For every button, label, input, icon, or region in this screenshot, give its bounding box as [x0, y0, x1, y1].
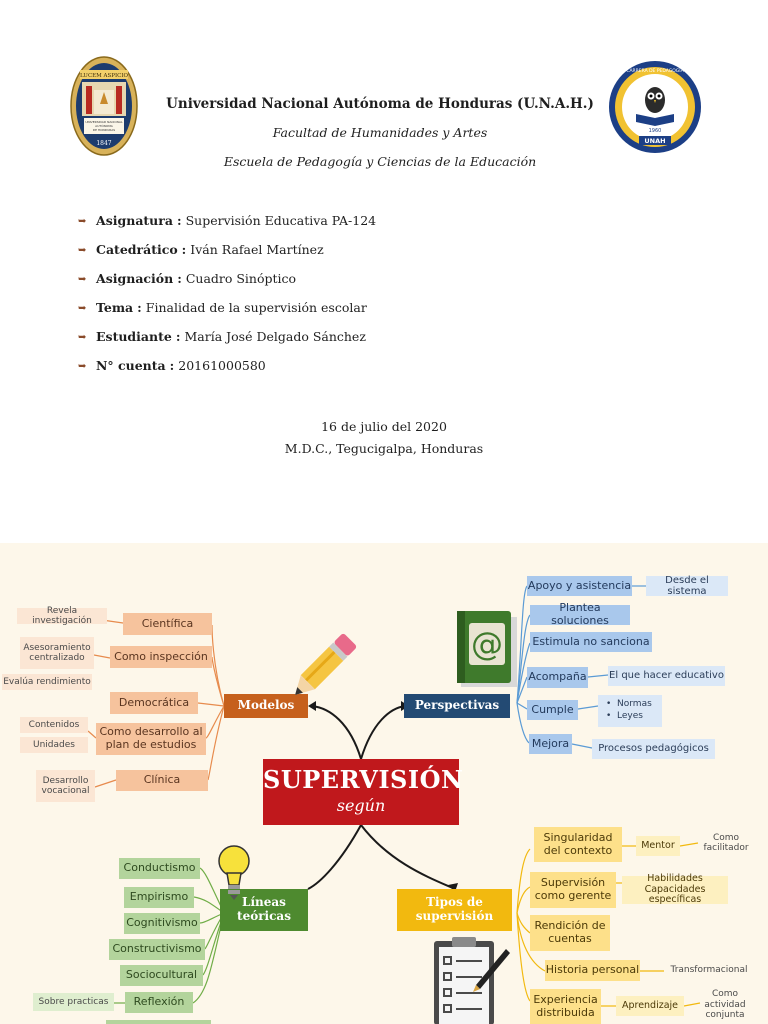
hub-perspectivas: Perspectivas	[404, 694, 510, 718]
info-asignacion: ➥ Asignación: Cuadro Sinóptico	[78, 271, 376, 300]
bullet-leyes: • Leyes	[606, 711, 643, 723]
svg-text:CARRERA DE PEDAGOGÍA: CARRERA DE PEDAGOGÍA	[626, 67, 684, 74]
lineas-item: Reflexión	[125, 992, 193, 1013]
info-label: N° cuenta	[96, 358, 166, 373]
date-text: 16 de julio del 2020	[0, 419, 768, 434]
perspectivas-item: Mejora	[529, 734, 572, 754]
tipos-note: Como actividad conjunta	[700, 986, 750, 1024]
lineas-item: Empirismo	[124, 887, 194, 908]
arrow-bullet-icon: ➥	[78, 245, 96, 256]
info-cuenta: ➥ N° cuenta: 20161000580	[78, 358, 376, 387]
svg-text:@: @	[471, 625, 503, 663]
arrow-bullet-icon: ➥	[78, 274, 96, 285]
perspectivas-item: Acompaña	[527, 667, 588, 688]
modelos-item: Democrática	[110, 692, 198, 714]
info-estudiante: ➥ Estudiante: María José Delgado Sánchez	[78, 329, 376, 358]
modelos-item: Clínica	[116, 770, 208, 791]
address-book-icon: @	[455, 609, 521, 689]
info-value: Finalidad de la supervisión escolar	[146, 300, 367, 315]
university-name: Universidad Nacional Autónoma de Hondura…	[160, 96, 600, 112]
modelos-item: Como inspección	[110, 646, 212, 668]
center-title: SUPERVISIÓN	[263, 765, 459, 794]
info-asignatura: ➥ Asignatura: Supervisión Educativa PA-1…	[78, 213, 376, 242]
tipos-note: Transformacional	[664, 961, 754, 979]
arrow-bullet-icon: ➥	[78, 303, 96, 314]
tipos-item: Singularidad del contexto	[534, 827, 622, 862]
info-tema: ➥ Tema: Finalidad de la supervisión esco…	[78, 300, 376, 329]
pedagogia-seal-logo: CARRERA DE PEDAGOGÍA 1960 UNAH	[608, 60, 702, 154]
unah-seal-logo: LUCEM ASPICIO UNIVERSIDAD NACIONAL AUTÓN…	[70, 56, 138, 156]
perspectivas-item: Plantea soluciones	[530, 605, 630, 625]
info-value: Cuadro Sinóptico	[186, 271, 296, 286]
info-value: 20161000580	[178, 358, 265, 373]
modelos-note: Revela investigación	[17, 608, 107, 624]
lineas-note: Sobre practicas	[33, 993, 114, 1011]
info-label: Estudiante	[96, 329, 172, 344]
perspectivas-note: El que hacer educativo	[608, 666, 725, 686]
info-label: Catedrático	[96, 242, 178, 257]
center-title-box: SUPERVISIÓN según	[263, 759, 459, 825]
info-label: Asignación	[96, 271, 173, 286]
tipos-note: Habilidades Capacidades específicas	[622, 876, 728, 904]
pencil-icon	[282, 628, 362, 708]
clipboard-checklist-icon	[432, 935, 512, 1024]
svg-text:DE HONDURAS: DE HONDURAS	[93, 128, 116, 132]
tipos-item: Supervisión como gerente	[530, 872, 616, 908]
info-value: Supervisión Educativa PA-124	[186, 213, 377, 228]
info-value: María José Delgado Sánchez	[184, 329, 365, 344]
info-label: Tema	[96, 300, 133, 315]
info-catedratico: ➥ Catedrático: Iván Rafael Martínez	[78, 242, 376, 271]
modelos-item: Científica	[123, 613, 212, 635]
modelos-note: Unidades	[20, 737, 88, 753]
modelos-note: Contenidos	[20, 717, 88, 733]
center-subtitle: según	[263, 796, 459, 815]
light-bulb-icon	[214, 843, 254, 903]
perspectivas-note: Desde el sistema	[646, 576, 728, 596]
perspectivas-bullets: • Normas • Leyes	[598, 695, 662, 727]
tipos-note: Mentor	[636, 836, 680, 856]
lineas-item: Cognitivismo	[124, 913, 200, 934]
place-text: M.D.C., Tegucigalpa, Honduras	[0, 441, 768, 456]
hub-tipos-supervision: Tipos de supervisión	[397, 889, 512, 931]
svg-text:UNAH: UNAH	[644, 137, 665, 145]
lineas-item-partial	[106, 1020, 211, 1024]
perspectivas-item: Cumple	[527, 700, 578, 720]
arrow-bullet-icon: ➥	[78, 216, 96, 227]
svg-text:1847: 1847	[96, 140, 111, 147]
lineas-item: Conductismo	[119, 858, 200, 879]
school-name: Escuela de Pedagogía y Ciencias de la Ed…	[160, 154, 600, 169]
arrow-bullet-icon: ➥	[78, 332, 96, 343]
tipos-item: Rendición de cuentas	[530, 915, 610, 951]
bullet-normas: • Normas	[606, 699, 652, 711]
mind-map: SUPERVISIÓN según Modelos Científica Com…	[0, 543, 768, 1024]
modelos-note: Evalúa rendimiento	[2, 674, 92, 690]
arrow-bullet-icon: ➥	[78, 361, 96, 372]
perspectivas-item: Apoyo y asistencia	[527, 576, 632, 596]
tipos-note: Como facilitador	[698, 829, 754, 857]
modelos-note: Desarrollo vocacional	[36, 770, 95, 802]
cover-info-list: ➥ Asignatura: Supervisión Educativa PA-1…	[78, 213, 376, 387]
info-label: Asignatura	[96, 213, 173, 228]
info-value: Iván Rafael Martínez	[190, 242, 323, 257]
tipos-note: Aprendizaje	[616, 996, 684, 1016]
modelos-item: Como desarrollo al plan de estudios	[96, 723, 206, 755]
tipos-note-line: Capacidades específicas	[622, 885, 728, 907]
svg-text:1960: 1960	[649, 128, 662, 134]
lineas-item: Constructivismo	[109, 939, 205, 960]
svg-text:LUCEM ASPICIO: LUCEM ASPICIO	[80, 73, 129, 79]
perspectivas-item: Estimula no sanciona	[530, 632, 652, 652]
lineas-item: Sociocultural	[120, 965, 203, 986]
modelos-note: Asesoramiento centralizado	[20, 637, 94, 669]
perspectivas-note: Procesos pedagógicos	[592, 739, 715, 759]
tipos-item: Historia personal	[545, 960, 640, 981]
tipos-item: Experiencia distribuida	[530, 989, 601, 1024]
tipos-note-line: Habilidades	[622, 874, 728, 885]
faculty-name: Facultad de Humanidades y Artes	[160, 125, 600, 140]
